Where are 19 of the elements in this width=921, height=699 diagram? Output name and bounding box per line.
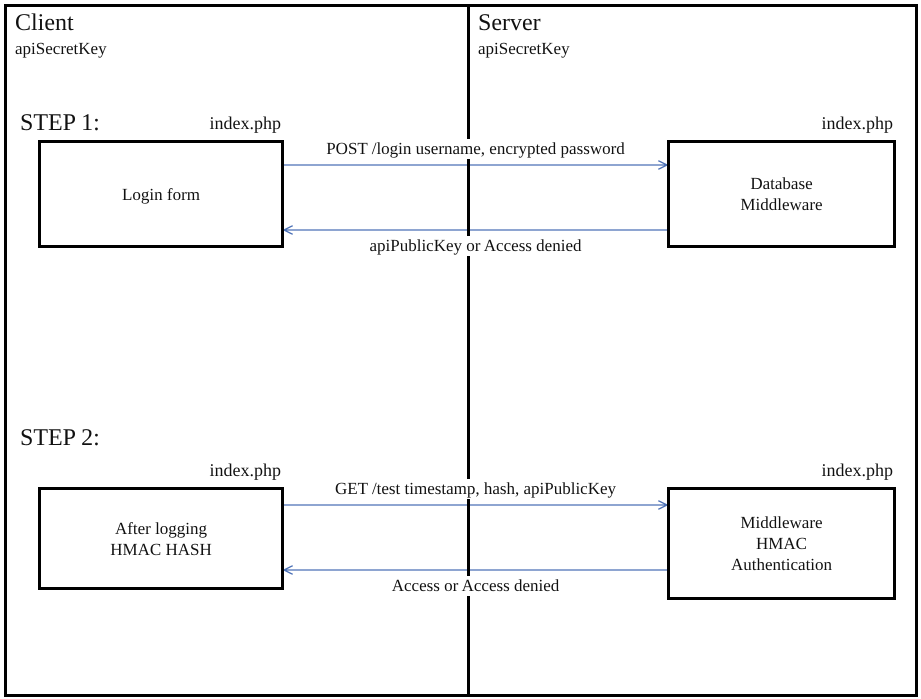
- box-label: After logging HMAC HASH: [109, 518, 213, 560]
- file-name: index.php: [210, 113, 281, 134]
- arrow: [284, 160, 668, 170]
- box-label: Middleware HMAC Authentication: [730, 512, 834, 575]
- lane-subtitle: apiSecretKey: [15, 39, 107, 59]
- file-name: index.php: [822, 113, 893, 134]
- file-name: index.php: [822, 460, 893, 481]
- file-name: index.php: [210, 460, 281, 481]
- lane-subtitle: apiSecretKey: [478, 39, 570, 59]
- lane-title: Server: [478, 9, 541, 37]
- arrow: [283, 224, 667, 236]
- box-label: Login form: [122, 184, 200, 204]
- box-label: Database Middleware: [739, 173, 824, 215]
- edge-label: Access or Access denied: [388, 576, 562, 596]
- step-label: STEP 1:: [20, 110, 100, 137]
- step-label: STEP 2:: [20, 425, 100, 452]
- arrow: [284, 500, 668, 510]
- arrow: [283, 564, 667, 576]
- lane-title: Client: [15, 9, 74, 37]
